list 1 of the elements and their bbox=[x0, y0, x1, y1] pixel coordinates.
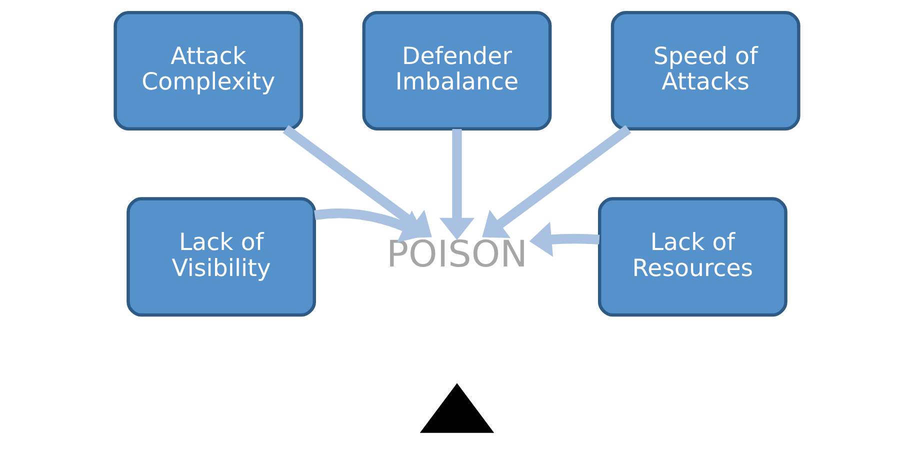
node-text: POISON bbox=[386, 232, 528, 276]
